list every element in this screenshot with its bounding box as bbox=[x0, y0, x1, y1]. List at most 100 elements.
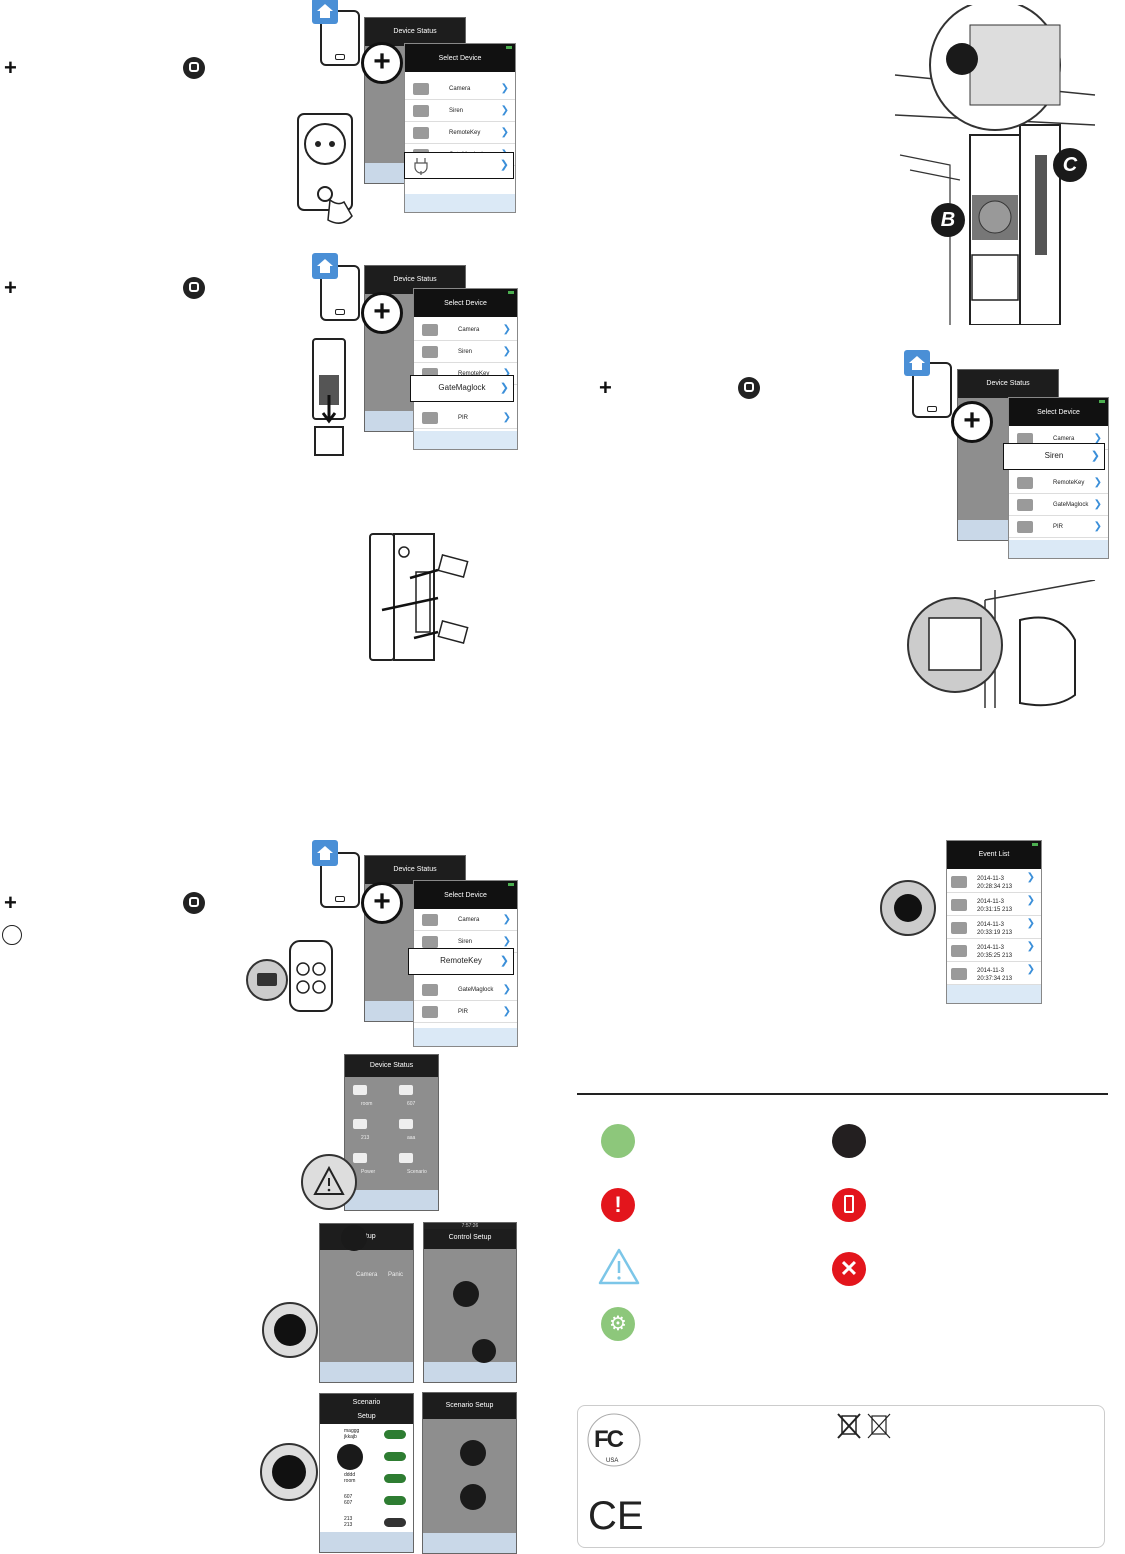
ce-mark: CE bbox=[588, 1494, 644, 1538]
event-time: 20:35:25 213 bbox=[977, 953, 1013, 959]
add-device-button[interactable]: + bbox=[361, 42, 403, 84]
scenario-toggle[interactable] bbox=[384, 1474, 406, 1483]
camera-icon bbox=[951, 876, 967, 888]
screen-title: Select Device bbox=[414, 881, 517, 909]
camera-icon bbox=[951, 945, 967, 957]
list-item[interactable]: GateMaglock❯ bbox=[1009, 494, 1108, 516]
list-item[interactable]: Camera❯ bbox=[414, 319, 517, 341]
plus-symbol: + bbox=[4, 890, 17, 915]
tab-bar bbox=[423, 1533, 516, 1553]
chevron-right-icon: ❯ bbox=[1026, 895, 1035, 906]
step-marker bbox=[946, 43, 978, 75]
event-date: 2014-11-3 bbox=[977, 945, 1004, 951]
plug-icon bbox=[414, 158, 428, 175]
grid-cell[interactable]: Scenario bbox=[395, 1149, 433, 1183]
grid-label: 607 bbox=[407, 1101, 416, 1107]
highlighted-device-row[interactable]: ❯ bbox=[404, 152, 514, 179]
screen-title: Device Status bbox=[958, 370, 1058, 398]
add-device-button[interactable]: + bbox=[951, 401, 993, 443]
fcc-logo bbox=[587, 1413, 641, 1467]
scenario-toggle[interactable] bbox=[384, 1430, 406, 1439]
highlighted-device-row[interactable]: Siren❯ bbox=[1003, 443, 1105, 470]
maglock-sensor-illustration bbox=[312, 338, 346, 456]
plus-symbol: + bbox=[4, 55, 17, 80]
event-date: 2014-11-3 bbox=[977, 968, 1004, 974]
fcc-usa-label: USA bbox=[606, 1458, 619, 1464]
event-time: 20:37:34 213 bbox=[977, 976, 1013, 982]
list-item[interactable]: PIR❯ bbox=[1009, 516, 1108, 538]
list-item-label: Siren bbox=[449, 108, 464, 114]
step-marker bbox=[472, 1339, 496, 1363]
event-date: 2014-11-3 bbox=[977, 899, 1004, 905]
phone-home-icon bbox=[904, 350, 952, 418]
device-add-icon bbox=[183, 57, 205, 79]
scenario-toggle[interactable] bbox=[384, 1496, 406, 1505]
highlighted-device-label: Siren bbox=[1044, 451, 1064, 460]
list-item-label: Siren bbox=[458, 939, 473, 945]
list-item[interactable]: RemoteKey❯ bbox=[405, 122, 515, 144]
grid-label: room bbox=[361, 1101, 373, 1107]
list-item[interactable]: Siren❯ bbox=[405, 100, 515, 122]
scenario-row-label: dddd bbox=[344, 1472, 356, 1478]
list-item-label: Camera bbox=[458, 917, 480, 923]
screen-title: Select Device bbox=[414, 289, 517, 317]
highlighted-device-row[interactable]: GateMaglock❯ bbox=[410, 375, 514, 402]
list-item-label: RemoteKey bbox=[458, 371, 490, 377]
phone-home-icon bbox=[312, 0, 360, 66]
siren-mount-illustration bbox=[907, 580, 1096, 708]
green-status-icon bbox=[601, 1124, 635, 1158]
scenario-row-label: 607 bbox=[344, 1494, 353, 1500]
scenario-toggle[interactable] bbox=[384, 1452, 406, 1461]
event-row[interactable]: 2014-11-3 20:37:34 213 ❯ bbox=[947, 963, 1041, 985]
list-item[interactable]: PIR❯ bbox=[414, 407, 517, 429]
list-item-label: GateMaglock bbox=[458, 987, 494, 993]
camera-icon bbox=[951, 922, 967, 934]
screen-title: Scenario Setup bbox=[423, 1393, 516, 1419]
list-item[interactable]: Siren❯ bbox=[414, 341, 517, 363]
list-item[interactable]: Camera❯ bbox=[405, 78, 515, 100]
select-device-screen: Select Device Camera❯ RemoteKey❯ GateMag… bbox=[1008, 397, 1109, 559]
add-device-button[interactable]: + bbox=[361, 292, 403, 334]
highlighted-device-row[interactable]: RemoteKey❯ bbox=[408, 948, 514, 975]
list-item-label: Camera bbox=[458, 327, 480, 333]
grid-label: aaa bbox=[407, 1135, 416, 1141]
list-item[interactable]: Camera❯ bbox=[414, 909, 517, 931]
grid-cell[interactable]: room bbox=[349, 1081, 387, 1115]
list-item-label: GateMaglock bbox=[1053, 502, 1089, 508]
smart-plug-illustration bbox=[297, 113, 353, 224]
weee-icon bbox=[837, 1413, 891, 1439]
list-item[interactable]: RemoteKey❯ bbox=[1009, 472, 1108, 494]
grid-cell[interactable]: 213 bbox=[349, 1115, 387, 1149]
tab-bar bbox=[414, 431, 517, 449]
select-device-screen: Select Device Camera❯ Siren❯ RemoteKey❯ … bbox=[404, 43, 516, 213]
grid-cell[interactable]: aaa bbox=[395, 1115, 433, 1149]
camera-icon bbox=[951, 968, 967, 980]
scenario-toggle[interactable] bbox=[384, 1518, 406, 1527]
grid-cell[interactable]: 607 bbox=[395, 1081, 433, 1115]
add-device-button[interactable]: + bbox=[361, 882, 403, 924]
list-item[interactable]: GateMaglock❯ bbox=[414, 979, 517, 1001]
chevron-right-icon: ❯ bbox=[1026, 964, 1035, 975]
step-marker bbox=[453, 1281, 479, 1307]
screen-title: Device Status bbox=[345, 1055, 438, 1077]
remote-key-illustration bbox=[246, 940, 333, 1012]
list-item[interactable]: PIR❯ bbox=[414, 1001, 517, 1023]
list-item-label: Camera bbox=[1053, 436, 1075, 442]
phone-home-icon bbox=[312, 840, 360, 908]
list-item-label: Camera bbox=[449, 86, 471, 92]
device-add-icon bbox=[738, 377, 760, 399]
close-icon: ✕ bbox=[832, 1252, 866, 1286]
select-device-screen: Select Device Camera❯ Siren❯ RemoteKey❯ … bbox=[413, 288, 518, 450]
grid-cell[interactable]: Power bbox=[349, 1149, 387, 1183]
marker-c: C bbox=[1053, 148, 1087, 182]
scenario-row-label: 213 bbox=[344, 1522, 353, 1528]
